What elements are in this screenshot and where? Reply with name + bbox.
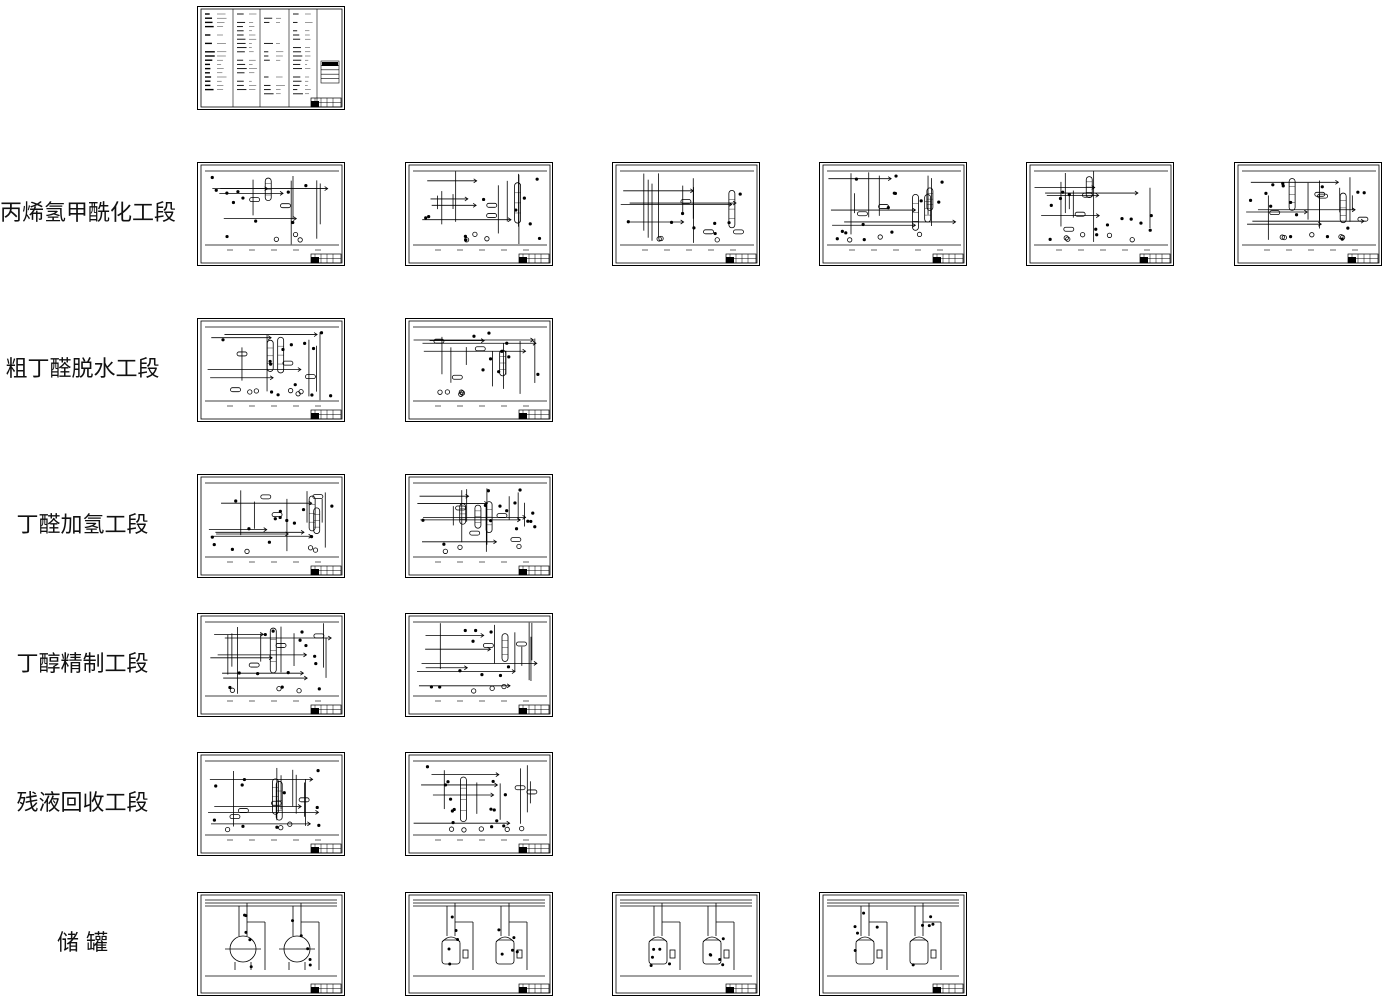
sheet-drawing [405, 162, 553, 266]
sheet-drawing [612, 162, 760, 266]
sheet-drawing [405, 318, 553, 422]
sheet-drawing [197, 6, 345, 110]
drawing-sheet-thumbnail[interactable] [405, 162, 553, 266]
sheet-drawing [197, 318, 345, 422]
drawing-sheet-thumbnail[interactable] [197, 474, 345, 578]
drawing-sheet-thumbnail[interactable] [612, 162, 760, 266]
section-label: 丙烯氢甲酰化工段 [0, 201, 177, 226]
drawing-sheet-thumbnail[interactable] [819, 162, 967, 266]
drawing-sheet-thumbnail[interactable] [612, 892, 760, 996]
sheet-drawing [197, 162, 345, 266]
section-label: 残液回收工段 [16, 791, 149, 816]
drawing-sheet-thumbnail[interactable] [405, 613, 553, 717]
drawing-sheet-thumbnail[interactable] [405, 752, 553, 856]
sheet-drawing [197, 613, 345, 717]
drawing-sheet-thumbnail[interactable] [405, 892, 553, 996]
sheet-drawing [819, 892, 967, 996]
drawing-sheet-thumbnail[interactable] [405, 474, 553, 578]
section-label: 储 罐 [57, 931, 108, 956]
sheet-drawing [405, 474, 553, 578]
drawing-sheet-thumbnail[interactable] [1234, 162, 1382, 266]
drawing-sheet-thumbnail[interactable] [197, 162, 345, 266]
sheet-drawing [405, 613, 553, 717]
sheet-drawing [197, 474, 345, 578]
drawing-sheet-thumbnail[interactable] [197, 613, 345, 717]
sheet-drawing [405, 892, 553, 996]
section-label: 丁醛加氢工段 [16, 513, 149, 538]
sheet-drawing [405, 752, 553, 856]
section-label: 粗丁醛脱水工段 [5, 357, 160, 382]
sheet-drawing [819, 162, 967, 266]
sheet-drawing [612, 892, 760, 996]
drawing-sheet-thumbnail[interactable] [197, 752, 345, 856]
drawing-sheet-thumbnail[interactable] [405, 318, 553, 422]
drawing-sheet-thumbnail[interactable] [197, 318, 345, 422]
legend-sheet-thumbnail[interactable] [197, 6, 345, 110]
drawing-sheet-thumbnail[interactable] [819, 892, 967, 996]
section-label: 丁醇精制工段 [16, 652, 149, 677]
sheet-drawing [197, 752, 345, 856]
drawing-sheet-thumbnail[interactable] [197, 892, 345, 996]
drawing-sheet-thumbnail[interactable] [1026, 162, 1174, 266]
sheet-drawing [197, 892, 345, 996]
sheet-drawing [1234, 162, 1382, 266]
sheet-drawing [1026, 162, 1174, 266]
